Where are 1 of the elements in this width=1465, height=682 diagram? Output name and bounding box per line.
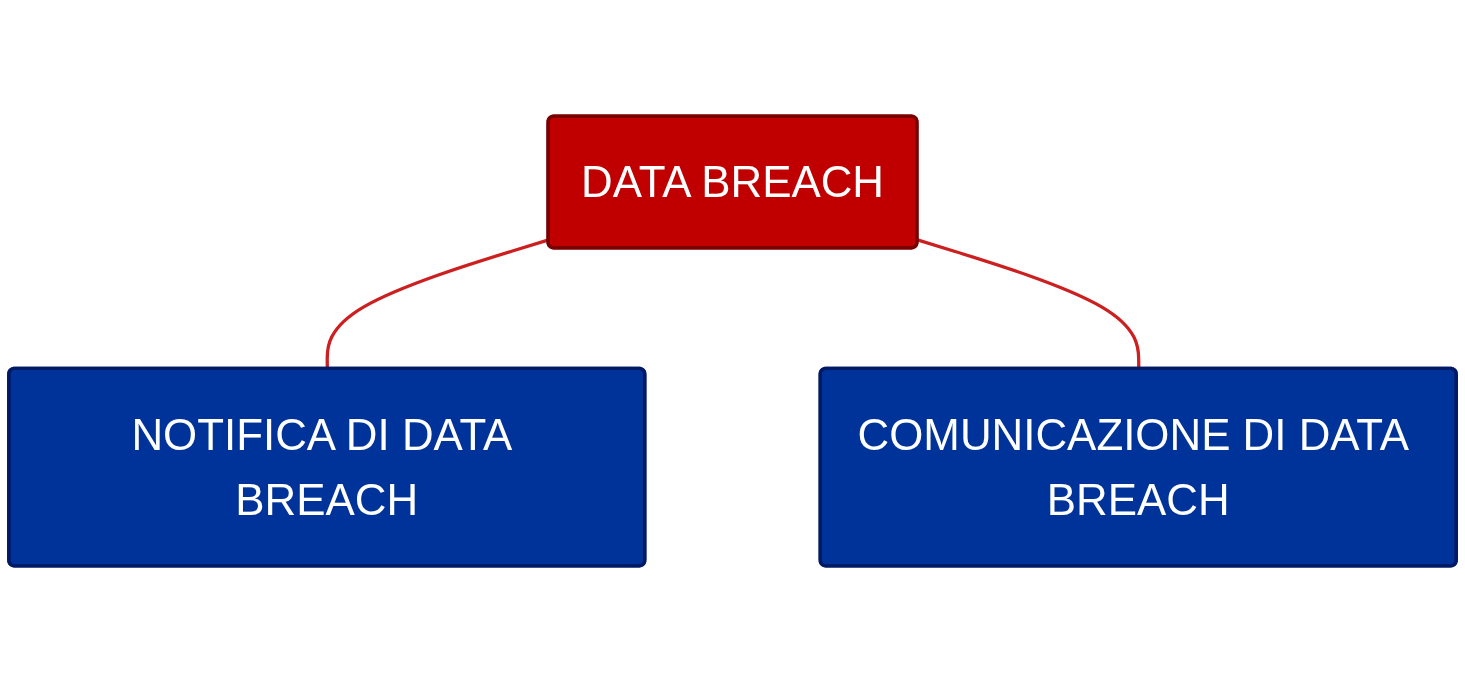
connector [917, 238, 1141, 369]
